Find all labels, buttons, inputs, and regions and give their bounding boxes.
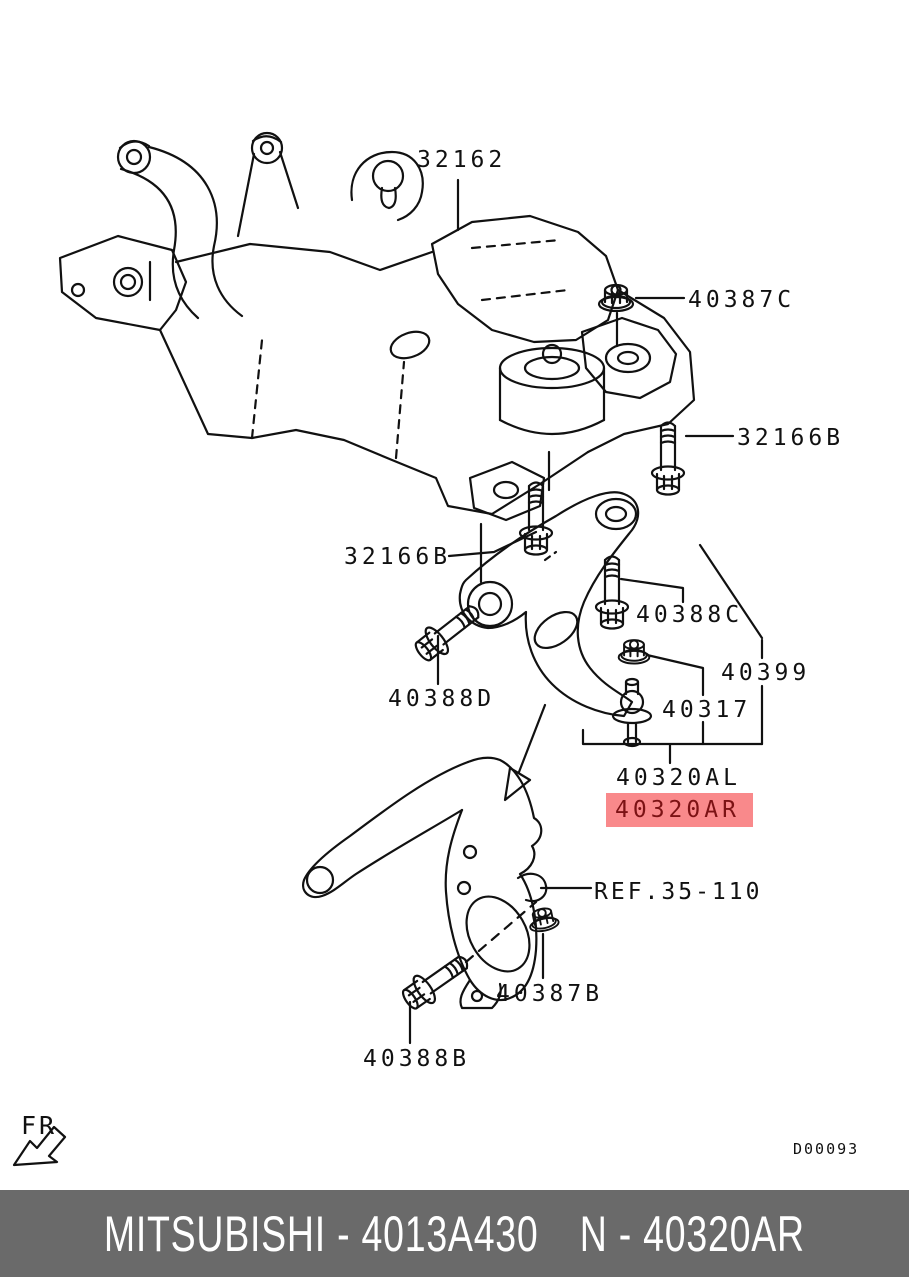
- leader-lines: [408, 178, 764, 1045]
- part-label-32166B-right: 32166B: [737, 425, 845, 451]
- part-label-40388B: 40388B: [363, 1046, 471, 1072]
- drawing-code: D00093: [793, 1140, 860, 1158]
- footer-left-text: MITSUBISHI - 4013A430: [104, 1205, 539, 1262]
- part-label-40317: 40317: [662, 697, 752, 723]
- control-arm-drawing: [458, 491, 640, 718]
- part-label-40388D: 40388D: [388, 686, 496, 712]
- ball-joint-drawing: [611, 677, 653, 748]
- bushing-drawing: [498, 343, 606, 435]
- part-label-40388C: 40388C: [636, 602, 744, 628]
- part-label-40320AL: 40320AL: [616, 765, 741, 791]
- knuckle-drawing: [302, 756, 548, 1010]
- part-label-40387C: 40387C: [688, 287, 796, 313]
- footer-bar: MITSUBISHI - 4013A430 N - 40320AR: [0, 1190, 909, 1277]
- part-label-40399: 40399: [721, 660, 811, 686]
- ref-label: REF.35-110: [594, 879, 763, 905]
- part-label-32162: 32162: [417, 147, 507, 173]
- footer-right-text: N - 40320AR: [579, 1205, 805, 1262]
- front-direction-arrow: [12, 1125, 67, 1167]
- footer-text: MITSUBISHI - 4013A430 N - 40320AR: [104, 1205, 805, 1263]
- diagram-artwork: [12, 131, 764, 1167]
- crossmember-32162-drawing: [58, 131, 696, 522]
- assembly-arrow: [503, 703, 547, 802]
- part-label-40320AR-highlighted: 40320AR: [606, 793, 753, 827]
- fastener-drawings: [396, 283, 686, 1016]
- front-direction-label: FR: [21, 1111, 58, 1140]
- part-label-32166B-left: 32166B: [344, 544, 452, 570]
- part-label-40387B: 40387B: [496, 981, 604, 1007]
